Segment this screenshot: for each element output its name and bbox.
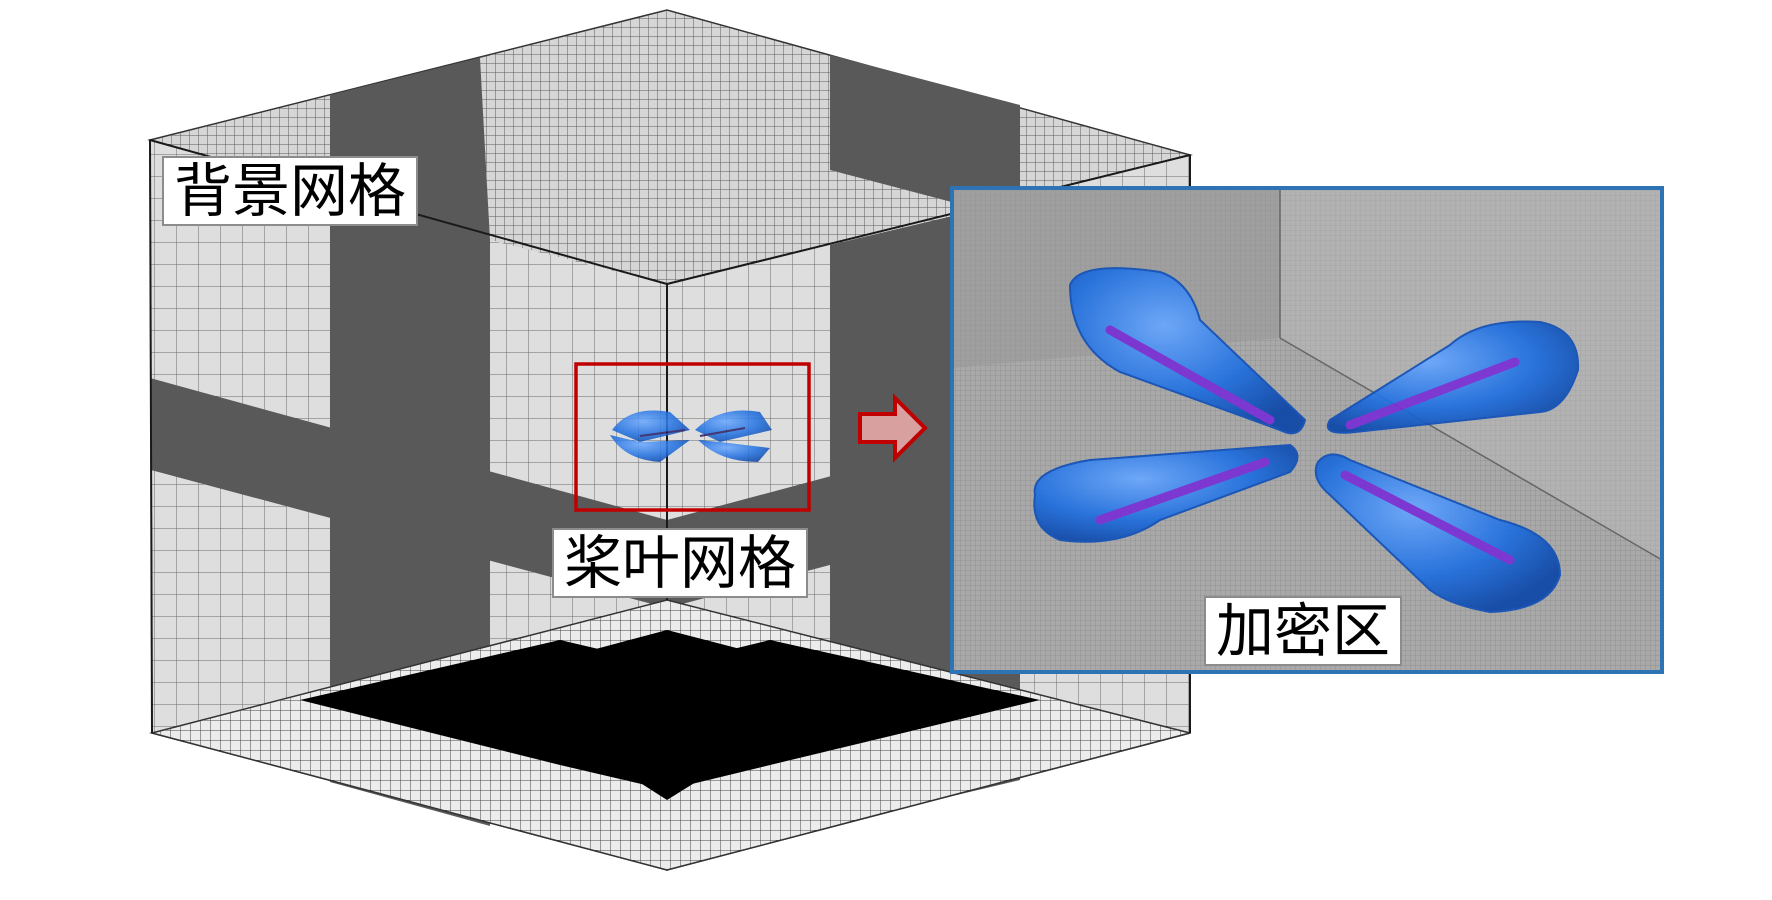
floor-dark-cross bbox=[480, 630, 860, 800]
inset-border bbox=[950, 186, 1664, 674]
left-wall-dark-band-horizontal bbox=[150, 378, 667, 608]
label-refinement-zone: 加密区 bbox=[1204, 596, 1403, 666]
label-background-mesh: 背景网格 bbox=[162, 156, 419, 226]
label-blade-mesh: 桨叶网格 bbox=[552, 528, 809, 598]
back-wall-dark-band-right bbox=[830, 55, 1020, 220]
blade-pod-bottom-left bbox=[1033, 443, 1299, 543]
refinement-inset bbox=[950, 186, 1664, 674]
blade-pod-top-left bbox=[1068, 267, 1307, 435]
blade-pod-bottom-right bbox=[1314, 453, 1562, 614]
blade-mesh-small bbox=[610, 410, 772, 462]
blade-highlight-box bbox=[574, 362, 811, 512]
blade-pod-top-right bbox=[1326, 320, 1580, 434]
back-wall-dark-band-center bbox=[480, 12, 667, 284]
zoom-arrow bbox=[858, 393, 928, 463]
